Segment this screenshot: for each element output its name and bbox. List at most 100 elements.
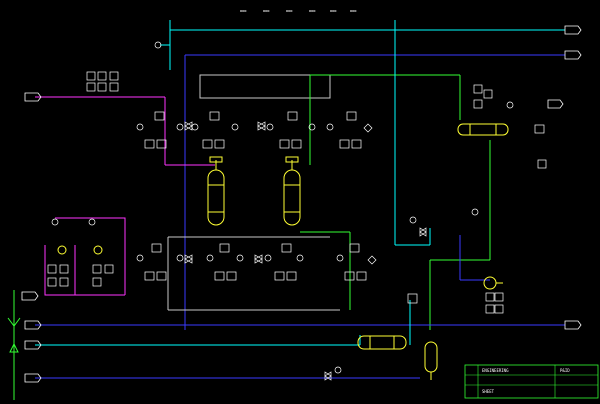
instrument-box <box>59 264 69 274</box>
equipment <box>7 123 509 380</box>
instrument-box <box>274 271 285 281</box>
instrument-box <box>109 82 119 92</box>
instrument-box <box>144 271 155 281</box>
drum-body <box>424 341 438 373</box>
line-terminators <box>21 25 582 383</box>
instrument-box <box>92 277 102 287</box>
instrument-box <box>485 292 495 302</box>
instrument-box <box>156 139 167 149</box>
vertical-vessel-icon <box>207 156 225 226</box>
instrument-box <box>214 271 225 281</box>
instrument-box <box>92 264 102 274</box>
header-mark-2: ▬▬▬ <box>263 9 270 13</box>
title-block-row1: ENGINEERING <box>482 368 509 373</box>
valve-icon <box>419 227 427 237</box>
instrument-box <box>351 139 362 149</box>
instrument-box <box>47 264 57 274</box>
header-mark-5: ▬▬▬ <box>330 9 337 13</box>
instrument-bubble <box>136 123 144 131</box>
instrument-box <box>144 139 155 149</box>
vessel-right-top-flange <box>285 156 299 163</box>
terminator-left-mid <box>21 291 39 301</box>
instrument-box <box>214 139 225 149</box>
instrument-box <box>339 139 350 149</box>
instrument-bubble <box>471 208 479 216</box>
vertical-vessel-icon <box>283 156 301 226</box>
instrument-box <box>407 293 418 304</box>
pump-icon <box>57 245 103 255</box>
instrument-box <box>344 271 355 281</box>
instrument-box <box>226 271 237 281</box>
instrument-bubble <box>266 123 274 131</box>
vent-top <box>7 317 21 327</box>
instrument-bubble <box>88 218 96 226</box>
terminator-right-upper <box>564 50 582 60</box>
instrument-bubble <box>308 123 316 131</box>
hx-top-shell <box>457 123 509 136</box>
instrument-box <box>494 304 504 314</box>
header-marks: ▬▬▬ ▬▬▬ ▬▬▬ ▬▬▬ ▬▬▬ ▬▬▬ <box>240 9 357 13</box>
instrument-box <box>47 277 57 287</box>
instrument-box <box>291 139 302 149</box>
instrument-bubble <box>296 254 304 262</box>
pump-casing <box>483 276 497 290</box>
pump-small-right <box>93 245 103 255</box>
instrument-bubble <box>206 254 214 262</box>
line-magenta-box-top <box>55 217 126 295</box>
instrument-box <box>151 243 162 253</box>
instrument-bubble <box>154 41 162 49</box>
instrument-box <box>202 139 213 149</box>
header-mark-3: ▬▬▬ <box>286 9 293 13</box>
hx-bottom-shell <box>357 335 407 350</box>
valve-icon <box>184 121 193 131</box>
instrument-box <box>86 82 96 92</box>
valve-icon <box>324 371 332 381</box>
instrument-bubble <box>136 254 144 262</box>
title-block-row2: P&ID <box>560 368 570 373</box>
instrument-box <box>287 111 298 121</box>
instrument-bubble <box>264 254 272 262</box>
instrument-box <box>473 84 483 94</box>
instrument-bubble <box>506 101 514 109</box>
instrument-box <box>97 71 107 81</box>
terminator-left-bottom-3 <box>24 373 42 383</box>
valve-icon <box>419 227 427 237</box>
valve-icon <box>257 121 266 131</box>
instrument-box <box>86 71 96 81</box>
valve-icon <box>324 371 332 381</box>
terminator-right-mid <box>547 99 564 109</box>
instrument-bubble <box>176 123 184 131</box>
terminator-right-top <box>564 25 582 35</box>
valves <box>184 121 427 381</box>
instrument-bubble <box>334 366 342 374</box>
instrument-box <box>219 243 230 253</box>
vessel-left-top-flange <box>209 156 223 163</box>
instrument-box <box>104 264 114 274</box>
instrument-bubble <box>51 218 59 226</box>
instrument-box <box>279 139 290 149</box>
instrument-box <box>483 89 493 99</box>
instrument-box <box>485 304 495 314</box>
instrument-diamond <box>363 123 373 133</box>
instrument-bubble <box>236 254 244 262</box>
vent-triangle <box>9 342 19 353</box>
heat-exchanger-icon <box>457 123 509 136</box>
terminator-left-bottom-2 <box>24 340 42 350</box>
process-lines <box>13 20 565 400</box>
header-mark-4: ▬▬▬ <box>309 9 316 13</box>
terminator-left-feed <box>24 92 42 102</box>
instrument-bubble <box>191 123 199 131</box>
drum-icon <box>424 341 438 380</box>
instrument-bubble <box>176 254 184 262</box>
instrument-box <box>537 159 547 169</box>
valve-icon <box>257 121 266 131</box>
instrument-bubble <box>326 123 334 131</box>
instrument-box <box>346 111 357 121</box>
pump-icon <box>483 276 503 290</box>
instrument-box <box>59 277 69 287</box>
instrument-box <box>349 243 360 253</box>
instrument-box <box>494 292 504 302</box>
instrument-bubble <box>336 254 344 262</box>
heat-exchanger-icon <box>357 335 407 350</box>
